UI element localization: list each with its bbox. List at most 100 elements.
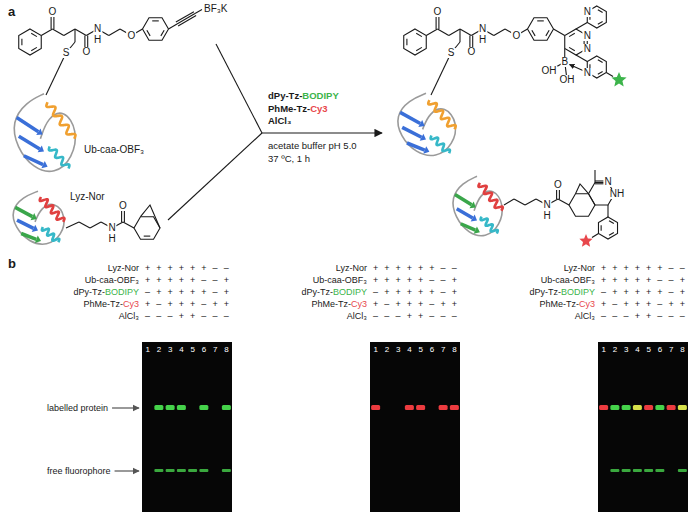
table-cell: + [167,264,172,273]
table-cell: + [418,312,423,321]
table-cell: + [657,264,662,273]
lane-number: 5 [187,346,198,354]
text-group: + [179,264,184,273]
text-group: N [603,177,612,187]
chem-ring [19,29,42,55]
table-cell: + [623,300,628,309]
atom-label: O [433,7,443,17]
chem-bond [532,30,535,36]
table-cell: + [680,288,685,297]
text-group: + [373,300,378,309]
gel-bands [370,342,460,512]
text-group: + [224,276,229,285]
text-group: N [583,44,592,54]
text-group: + [429,288,434,297]
protein-band [644,405,653,410]
protein-strand [407,143,425,150]
lane-number: 6 [426,346,437,354]
row-label: BODIPY [333,288,367,297]
lane-number: 1 [142,346,153,354]
protein-strand [38,145,44,152]
atom-label: NH [609,189,625,199]
chem-bond [592,234,599,238]
text-group: + [440,300,445,309]
lane-number: 2 [153,346,164,354]
lane-number: 8 [221,346,232,354]
protein-strand [19,136,40,149]
lane-number: 6 [654,346,665,354]
text-group: + [373,276,378,285]
text-group: labelled protein [47,404,108,413]
text-group: – [669,276,674,285]
chem-bond [606,73,613,77]
text-group: – [624,312,629,321]
lane-number: 1 [370,346,381,354]
protein-band [222,405,231,410]
lane-number: 3 [165,346,176,354]
protein-band [610,405,619,410]
text-group: O [48,7,58,17]
protein-helix [431,136,450,154]
lane-number: 2 [609,346,620,354]
text-group: + [395,288,400,297]
table-cell: – [624,312,629,321]
table-cell: + [190,276,195,285]
text-group: + [646,264,651,273]
protein-band [655,405,664,410]
fluorophore-band [188,469,197,472]
text-group: + [452,288,457,297]
text-group: N [583,68,592,78]
text-group: O [553,180,563,190]
text-group: + [190,288,195,297]
fluorophore-band [644,469,653,472]
table-cell: – [669,288,674,297]
atom-label: O [553,180,563,190]
text-group: N [93,24,102,34]
table-cell: – [657,300,662,309]
row-label: PhMe-Tz- [83,300,123,309]
text-group: + [635,288,640,297]
condition: 37 ºC, 1 h [268,154,310,164]
atom-label: BF₃K [203,4,229,14]
text-group: + [179,312,184,321]
table-cell: – [441,264,446,273]
row-label: AlCl₃ [575,312,595,321]
protein-helix [481,217,498,234]
text-group: – [680,312,685,321]
text-group: + [224,288,229,297]
leader-arrow [115,470,139,471]
table-cell: + [668,300,673,309]
atom-label: H [478,35,487,45]
row-label: Cy3 [351,300,367,309]
protein-strand [461,224,476,230]
table-cell: + [179,312,184,321]
text-group: + [623,264,628,273]
protein-band [416,405,425,410]
chem-bond [504,199,514,205]
lane-number: 7 [438,346,449,354]
text-group: + [418,300,423,309]
protein-helix [42,227,59,242]
text-group: – [384,300,389,309]
chem-bond [144,236,151,237]
chem-bond [594,170,595,182]
table-cell: – [601,312,606,321]
row-label: dPy-Tz- [73,288,105,297]
lane-number: 6 [198,346,209,354]
protein-coil [453,176,502,235]
text-group: Lyz-Nor [108,264,139,273]
atom-label: N [478,24,487,34]
text-group: N [478,24,487,34]
text-group: + [646,312,651,321]
text-group: + [635,300,640,309]
row-label: Ub-caa-OBF₃ [541,276,595,285]
chem-bond [494,29,505,36]
lane-number: 5 [415,346,426,354]
table-cell: + [646,288,651,297]
protein-strand [32,225,38,232]
protein-strand [21,234,36,240]
text-group: + [167,300,172,309]
atom-label: B [560,57,569,67]
text-group: – [452,312,457,321]
